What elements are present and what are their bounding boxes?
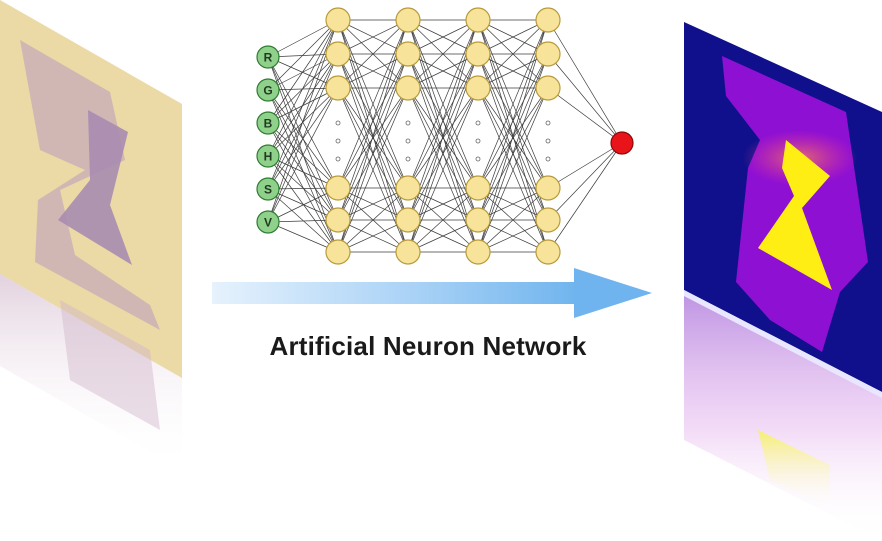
connection-line [477,19,549,89]
connection-line [407,187,479,221]
connection-line [267,19,339,91]
connection-line [477,187,549,221]
hidden-neuron [325,239,351,265]
output-neuron [610,131,634,155]
connection-line [267,56,339,189]
connection-line [267,87,339,223]
connection-line [547,142,623,189]
hidden-neuron [465,7,491,33]
diagram-caption: Artificial Neuron Network [269,331,587,361]
connection-line [477,219,549,253]
connection-line [337,187,409,253]
hidden-neuron [325,75,351,101]
hidden-neuron [535,75,561,101]
hidden-neuron [395,239,421,265]
hidden-neuron [535,41,561,67]
hidden-neuron [465,207,491,233]
hidden-neuron [395,207,421,233]
input-neuron-label: V [264,216,272,230]
connection-line [267,19,339,124]
connection-line [547,87,623,144]
input-neuron-label: G [263,84,272,98]
flow-arrow [212,268,652,318]
ellipsis-dot [475,138,481,144]
connection-line [477,19,549,189]
hidden-neuron [535,207,561,233]
ellipsis-dot [545,138,551,144]
ellipsis-dot [545,156,551,162]
input-neuron [256,45,280,69]
input-neuron-label: B [264,117,273,131]
connection-line [547,142,623,253]
hidden-neuron [465,239,491,265]
connection-line [547,19,623,144]
connection-line [267,19,339,190]
connection-line [477,187,549,253]
hidden-neuron [535,7,561,33]
connection-line [337,19,409,189]
hidden-neuron [465,41,491,67]
input-neuron [256,144,280,168]
hidden-neuron [535,175,561,201]
input-neuron [256,111,280,135]
connection-line [547,142,623,221]
connection-line [337,187,409,221]
connection-line [477,19,549,55]
connection-line [407,19,479,89]
layer-ellipsis-dots [335,120,551,162]
hidden-neuron [465,175,491,201]
ellipsis-dot [545,120,551,126]
connection-line [337,19,409,55]
ellipsis-dot [475,120,481,126]
hidden-neuron [395,7,421,33]
input-neuron-label: S [264,183,272,197]
hidden-neuron [465,75,491,101]
connection-line [407,87,479,189]
hidden-neuron [535,239,561,265]
connection-line [267,19,339,157]
network-connections [267,19,623,253]
connection-line [407,187,479,253]
input-neuron-label: H [264,150,273,164]
ellipsis-dot [335,120,341,126]
hidden-neuron [325,7,351,33]
input-neuron [256,78,280,102]
optical-image-panel [0,0,182,470]
connection-line [407,219,479,253]
input-neuron [256,177,280,201]
hidden-neuron [325,41,351,67]
connection-line [407,19,479,55]
hidden-neuron [395,75,421,101]
connection-line [267,221,339,253]
connection-line [337,219,409,253]
connection-line [337,19,409,89]
connection-line [267,19,339,58]
ellipsis-dot [335,138,341,144]
connection-line [407,19,479,189]
ellipsis-dot [405,120,411,126]
network-nodes: R G B H S V [256,7,634,265]
ellipsis-dot [405,156,411,162]
input-neuron [256,210,280,234]
connection-line [477,87,549,189]
ellipsis-dot [475,156,481,162]
input-neuron-label: R [264,51,273,65]
hidden-neuron [395,175,421,201]
hidden-neuron [325,175,351,201]
classified-map-panel [684,22,882,541]
ellipsis-dot [335,156,341,162]
connection-line [547,53,623,144]
hidden-neuron [325,207,351,233]
ellipsis-dot [405,138,411,144]
hidden-neuron [395,41,421,67]
connection-line [267,187,339,223]
connection-line [337,87,409,189]
connection-line [267,53,339,223]
